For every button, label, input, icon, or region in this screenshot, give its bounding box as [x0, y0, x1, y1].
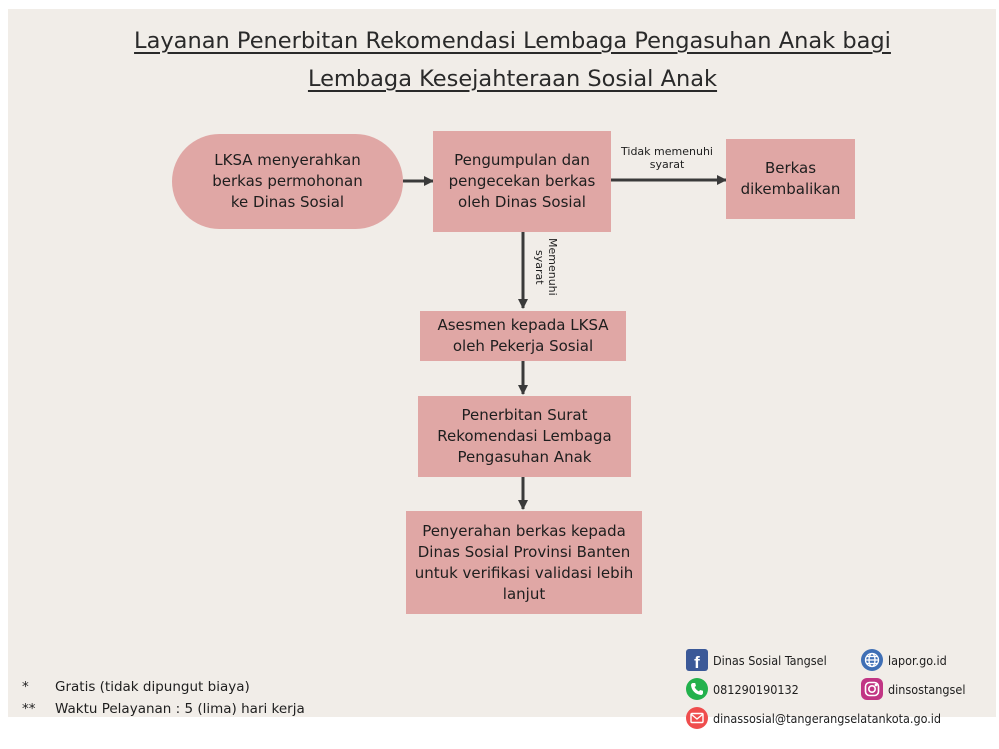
- node-check: Pengumpulan dan pengecekan berkas oleh D…: [433, 131, 611, 232]
- diagram-title: Layanan Penerbitan Rekomendasi Lembaga P…: [0, 22, 999, 98]
- contact-email-text: dinassosial@tangerangselatankota.go.id: [713, 710, 942, 726]
- contact-facebook-text: Dinas Sosial Tangsel: [713, 652, 827, 668]
- instagram-icon: [861, 678, 883, 700]
- title-line-2: Lembaga Kesejahteraan Sosial Anak: [307, 66, 718, 92]
- contact-instagram[interactable]: dinsostangsel: [861, 678, 965, 700]
- title-line-1: Layanan Penerbitan Rekomendasi Lembaga P…: [134, 28, 891, 54]
- note-mark: *: [22, 679, 29, 695]
- contact-instagram-text: dinsostangsel: [888, 681, 966, 697]
- facebook-icon: f: [686, 649, 708, 671]
- contact-web[interactable]: lapor.go.id: [861, 649, 947, 671]
- edge-label-not-met: Tidak memenuhi syarat: [621, 145, 713, 171]
- contact-phone[interactable]: 081290190132: [686, 678, 799, 700]
- email-icon: [686, 707, 708, 729]
- notes-list: * Gratis (tidak dipungut biaya) ** Waktu…: [22, 676, 305, 720]
- note-text: Gratis (tidak dipungut biaya): [55, 679, 250, 695]
- note-mark: **: [22, 701, 36, 717]
- svg-text:f: f: [694, 653, 700, 671]
- note-row: ** Waktu Pelayanan : 5 (lima) hari kerja: [22, 698, 305, 720]
- contact-web-text: lapor.go.id: [888, 652, 947, 668]
- phone-icon: [686, 678, 708, 700]
- node-start: LKSA menyerahkan berkas permohonan ke Di…: [172, 134, 403, 229]
- node-returned: Berkas dikembalikan: [726, 139, 855, 219]
- contact-phone-text: 081290190132: [713, 681, 799, 697]
- globe-icon: [861, 649, 883, 671]
- contact-email[interactable]: dinassosial@tangerangselatankota.go.id: [686, 707, 941, 729]
- note-row: * Gratis (tidak dipungut biaya): [22, 676, 305, 698]
- node-issue: Penerbitan Surat Rekomendasi Lembaga Pen…: [418, 396, 631, 477]
- contact-facebook[interactable]: f Dinas Sosial Tangsel: [686, 649, 827, 671]
- edge-label-met: Memenuhi syarat: [533, 238, 559, 296]
- node-assess: Asesmen kepada LKSA oleh Pekerja Sosial: [420, 311, 626, 361]
- note-text: Waktu Pelayanan : 5 (lima) hari kerja: [55, 701, 305, 717]
- node-handover: Penyerahan berkas kepada Dinas Sosial Pr…: [406, 511, 642, 614]
